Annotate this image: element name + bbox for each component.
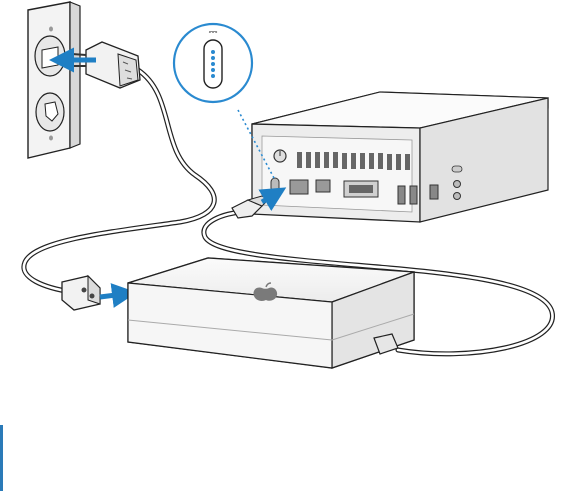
power-adapter-icon	[128, 258, 414, 368]
dc-power-symbol: ⎓	[209, 25, 218, 38]
firewire-port-icon	[316, 180, 330, 192]
usb-port-icon	[410, 186, 417, 204]
ac-connector-adapter	[62, 276, 100, 310]
computer-icon	[252, 92, 548, 222]
connect-adapter-arrow	[100, 293, 132, 297]
ac-plug-wall	[72, 42, 140, 88]
ethernet-port-icon	[290, 180, 308, 194]
wall-outlet	[28, 2, 80, 158]
usb-port-icon	[398, 186, 405, 204]
audio-port-icon	[430, 185, 438, 199]
dc-port-callout: ⎓	[174, 24, 252, 102]
